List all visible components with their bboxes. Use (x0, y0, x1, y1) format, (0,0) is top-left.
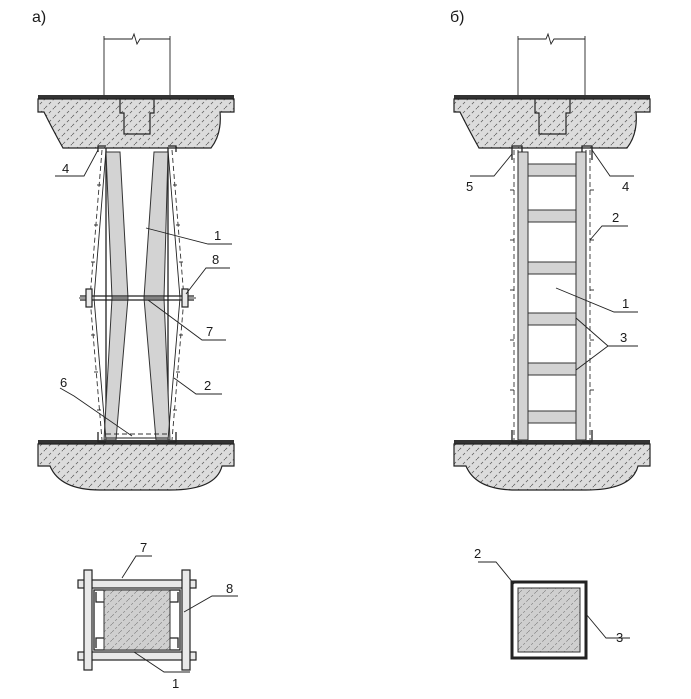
panel-label-a: а) (32, 9, 46, 26)
tie-bar-a (79, 288, 196, 308)
label-5-b: 5 (466, 179, 473, 194)
leaders-section-a (121, 555, 238, 673)
wedge-strut-lower-right (143, 297, 171, 441)
panel-label-b: б) (450, 9, 465, 26)
section-core-b (517, 587, 581, 653)
upper-slab-b (453, 95, 651, 149)
bottom-bracket-left-b (511, 430, 522, 443)
label-7-a: 7 (206, 324, 213, 339)
bar-connectors-a (91, 184, 183, 411)
section-cage-b (510, 580, 588, 660)
bolt-right-a (181, 569, 191, 671)
frame-rungs-b (527, 163, 577, 424)
label-8-sa: 8 (226, 581, 233, 596)
label-1-a: 1 (214, 228, 221, 243)
bottom-bracket-left-a (97, 432, 106, 443)
label-4-b: 4 (622, 179, 629, 194)
upper-column-stub-a (103, 32, 171, 97)
label-8-a: 8 (212, 252, 219, 267)
leaders-a (55, 149, 232, 437)
label-3-sb: 3 (616, 630, 623, 645)
label-2-a: 2 (204, 378, 211, 393)
lower-slab-a (37, 440, 235, 491)
label-3-b: 3 (620, 330, 627, 345)
section-b: 2 3 (474, 546, 630, 660)
label-1-b: 1 (622, 296, 629, 311)
leaders-b (470, 149, 638, 371)
frame-post-right-b (575, 151, 587, 441)
label-4-a: 4 (62, 161, 69, 176)
top-bracket-right-a (168, 145, 177, 152)
upper-slab-a (37, 95, 235, 149)
label-7-sa: 7 (140, 540, 147, 555)
frame-post-left-b (517, 151, 529, 441)
label-2-sb: 2 (474, 546, 481, 561)
lower-slab-b (453, 440, 651, 491)
label-2-b: 2 (612, 210, 619, 225)
upper-column-stub-b (517, 32, 586, 97)
elevation-a: 4 1 8 7 2 6 (37, 32, 235, 491)
bottom-bracket-right-a (168, 432, 177, 443)
elevation-b: 5 4 2 1 3 (453, 32, 651, 491)
bottom-bracket-right-b (582, 430, 593, 443)
cross-plate-top-a (77, 579, 197, 589)
label-6-a: 6 (60, 375, 67, 390)
top-bracket-right-b (581, 145, 593, 160)
top-bracket-left-b (511, 145, 523, 160)
label-1-sa: 1 (172, 676, 179, 691)
section-a: 7 8 1 (77, 540, 238, 691)
cross-plate-bottom-a (77, 651, 197, 661)
leaders-section-b (478, 561, 630, 639)
bolt-left-a (83, 569, 93, 671)
bar-connectors-b (510, 189, 594, 391)
wedge-strut-lower-left (103, 297, 129, 441)
section-core-a (103, 589, 171, 651)
